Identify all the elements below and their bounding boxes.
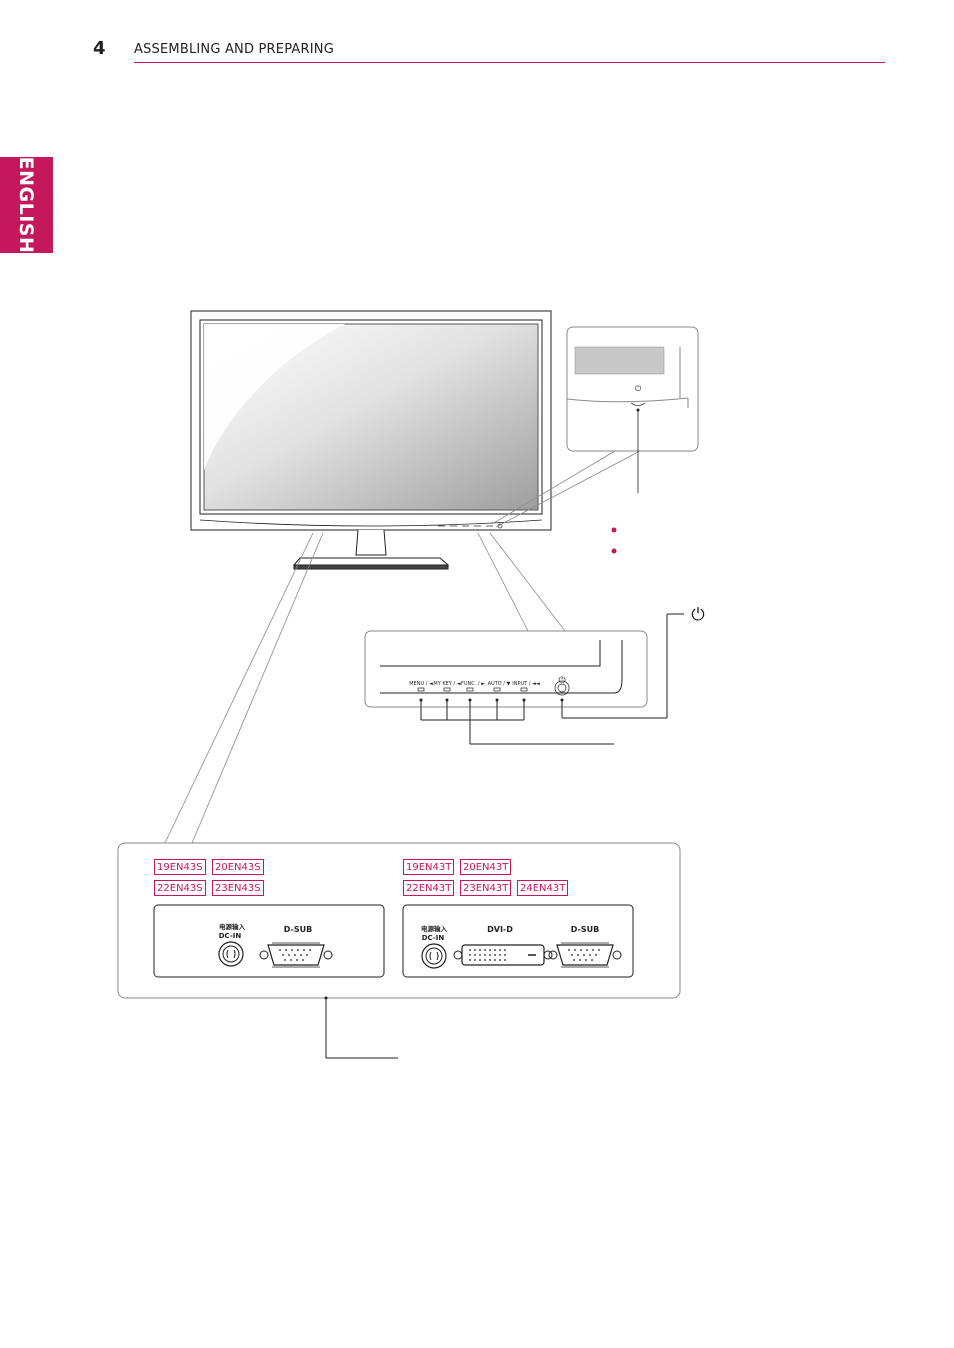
model-tag: 23EN43T [460,880,512,896]
power-icon: ⏻ [691,605,705,625]
dsub-label-left: D-SUB [284,925,312,934]
model-tag: 19EN43T [403,859,455,875]
dvid-label: DVI-D [487,925,513,934]
dc-in-port-left [218,941,244,967]
func-button-label: FUNC. / ► [461,681,485,687]
power-led-detail [566,326,699,554]
bullet-2 [611,548,617,554]
dsub-port-left [259,942,333,968]
dc-in-label-right: DC-IN [422,934,445,942]
model-tag: 22EN43T [403,880,455,896]
dvi-d-port [453,944,553,966]
rear-panel [117,842,681,1059]
dc-in-port-right [421,943,447,969]
page-number: 4 [93,38,106,59]
callout-lines [164,450,641,844]
bullet-1 [611,527,617,533]
model-tag: 23EN43S [212,880,264,896]
model-tag: 20EN43T [460,859,512,875]
front-buttons-detail [364,613,684,745]
model-tag: 24EN43T [517,880,569,896]
model-tag: 19EN43S [154,859,206,875]
dc-in-cn-label-right: 电源输入 [421,924,448,933]
auto-button-label: AUTO / ▼ [488,681,511,687]
dc-in-cn-label-left: 电源输入 [219,922,246,931]
mykey-button-label: MY KEY / ◄ [433,681,460,687]
dc-in-label-left: DC-IN [219,932,242,940]
model-tag: 22EN43S [154,880,206,896]
monitor-front [190,310,552,570]
header-rule [134,62,885,63]
input-button-label: INPUT / ◄◄ [512,681,540,687]
dsub-port-right [548,942,622,968]
power-button-icon: ⏻ [558,675,565,686]
menu-button-label: MENU / ◄ [409,681,433,687]
language-tab: ENGLISH [0,157,53,253]
model-tag: 20EN43S [212,859,264,875]
dsub-label-right: D-SUB [571,925,599,934]
section-title: ASSEMBLING AND PREPARING [134,42,334,57]
power-led-icon: ⏻ [635,384,642,393]
